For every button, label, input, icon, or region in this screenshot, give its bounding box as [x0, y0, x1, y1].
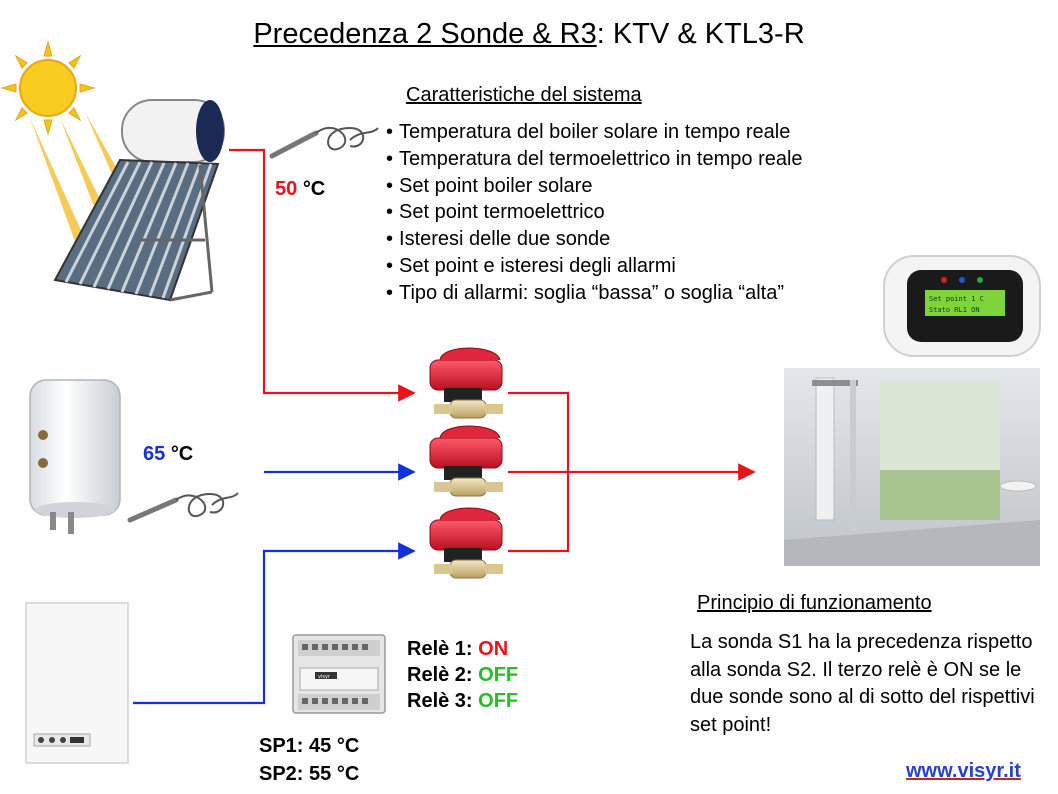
relay-state-on: ON — [478, 638, 509, 660]
setpoint-label: SP1: — [259, 735, 304, 757]
relay-status: Relè 1: ON — [407, 636, 518, 662]
electric-temperature: 65 °C — [143, 443, 193, 466]
controller-display-icon: Set point 1 C Stato RL1 ON — [883, 255, 1041, 357]
electric-temperature-value: 65 — [143, 443, 166, 465]
motorized-valve-icon — [429, 507, 503, 579]
feature-item: Set point termoelettrico — [386, 199, 803, 226]
electric-water-heater-icon — [29, 379, 121, 534]
relay-status: Relè 3: OFF — [407, 688, 518, 714]
principle-text: La sonda S1 ha la precedenza rispetto al… — [690, 631, 1035, 736]
setpoint-value: 55 °C — [309, 763, 360, 785]
electric-temperature-unit: °C — [170, 443, 194, 465]
feature-item: Set point boiler solare — [386, 173, 803, 200]
hot-water-lines — [229, 148, 756, 553]
feature-item: Temperatura del termoelettrico in tempo … — [386, 146, 803, 173]
relay-status-list: Relè 1: ON Relè 2: OFF Relè 3: OFF — [407, 636, 518, 714]
solar-temperature-value: 50 — [275, 178, 298, 200]
shower-room-image — [784, 368, 1040, 566]
relay-label: Relè 3: — [407, 690, 473, 712]
page-title: Precedenza 2 Sonde & R3: KTV & KTL3-R — [0, 18, 1058, 51]
relay-state-off: OFF — [478, 690, 519, 712]
gas-boiler-icon — [25, 602, 129, 764]
display-line-2: Stato RL1 ON — [929, 306, 980, 314]
website-link[interactable]: www.visyr.it — [906, 760, 1021, 782]
features-heading: Caratteristiche del sistema — [406, 84, 642, 106]
feature-item: Set point e isteresi degli allarmi — [386, 253, 803, 280]
setpoint-item: SP2: 55 °C — [259, 760, 359, 788]
setpoint-label: SP2: — [259, 763, 304, 785]
solar-temperature: 50 °C — [275, 178, 325, 201]
setpoint-item: SP1: 45 °C — [259, 732, 359, 760]
motorized-valve-icon — [429, 347, 503, 419]
relay-status: Relè 2: OFF — [407, 662, 518, 688]
setpoint-list: SP1: 45 °C SP2: 55 °C — [259, 732, 359, 788]
relay-state-off: OFF — [478, 664, 519, 686]
feature-item: Temperatura del boiler solare in tempo r… — [386, 119, 803, 146]
feature-item: Tipo di allarmi: soglia “bassa” o soglia… — [386, 280, 803, 307]
features-list: Temperatura del boiler solare in tempo r… — [386, 119, 803, 307]
title-suffix: : KTV & KTL3-R — [596, 18, 805, 50]
controller-brand: visyr — [318, 674, 331, 680]
display-line-1: Set point 1 C — [929, 295, 984, 303]
principle-heading: Principio di funzionamento — [697, 592, 932, 614]
relay-label: Relè 1: — [407, 638, 473, 660]
setpoint-value: 45 °C — [309, 735, 360, 757]
solar-temperature-unit: °C — [302, 178, 326, 200]
relay-label: Relè 2: — [407, 664, 473, 686]
motorized-valve-icon — [429, 425, 503, 497]
temperature-probe-icon — [127, 492, 239, 523]
cold-water-lines — [133, 463, 416, 705]
solar-collector-icon — [53, 99, 225, 302]
title-main: Precedenza 2 Sonde & R3 — [253, 18, 597, 50]
temperature-probe-icon — [269, 126, 379, 159]
feature-item: Isteresi delle due sonde — [386, 226, 803, 253]
din-controller-icon: visyr — [292, 634, 386, 714]
